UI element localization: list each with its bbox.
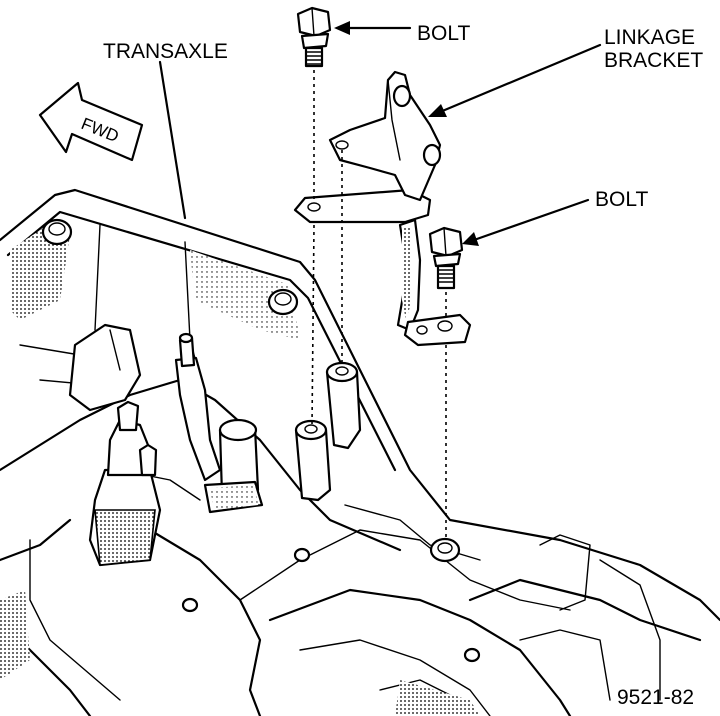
bolt-top-label: BOLT (417, 22, 470, 45)
linkage-bracket (293, 70, 472, 347)
fwd-arrow (38, 81, 144, 162)
linkage-label: LINKAGE (604, 26, 695, 49)
sensor-assembly (88, 400, 162, 567)
top-bolt (296, 6, 332, 68)
bracket-studs (294, 361, 362, 502)
bolt-right-label: BOLT (595, 188, 648, 211)
figure-number: 9521-82 (617, 686, 694, 709)
mounting-ear (68, 323, 142, 412)
cylinder-sensor (203, 418, 264, 514)
shift-lever (174, 332, 222, 482)
transaxle-housing (0, 188, 720, 716)
bracket-label: BRACKET (604, 49, 703, 72)
alignment-lines (311, 70, 447, 540)
transaxle-label: TRANSAXLE (103, 40, 228, 63)
leader-lines (158, 21, 602, 246)
right-bolt (428, 226, 464, 290)
